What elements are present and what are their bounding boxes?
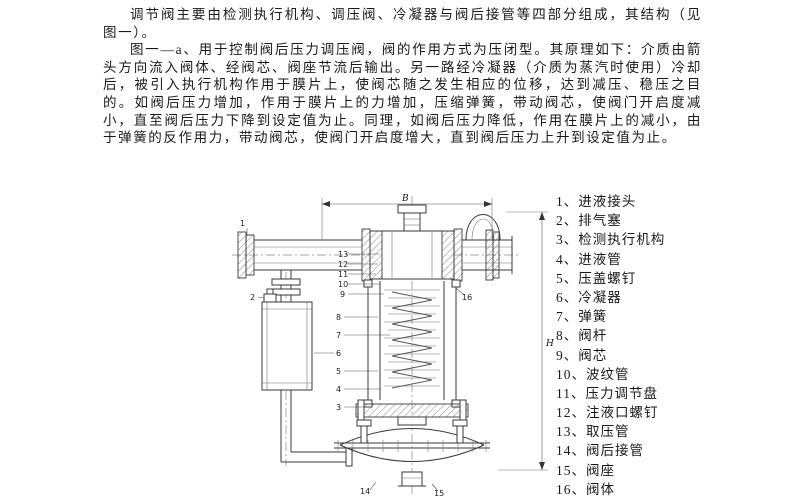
parts-list-item: 2、排气塞 (556, 213, 622, 229)
parts-list-item: 1、进液接头 (556, 194, 637, 209)
dimension-h-label: H (545, 339, 554, 349)
condenser (261, 270, 313, 391)
parts-list-item: 11、压力调节盘 (556, 385, 658, 401)
parts-list-item: 10、波纹管 (556, 366, 630, 382)
body-text: 调节阀主要由检测执行机构、调压阀、冷凝器与阀后接管等四部分组成，其结构（见图一）… (103, 6, 702, 147)
parts-list-item: 15、阀座 (556, 462, 615, 478)
parts-list-item: 16、阀体 (556, 481, 615, 497)
inlet-pipe-and-flange (237, 231, 362, 279)
parts-list-item: 6、冷凝器 (556, 289, 622, 305)
parts-list-item: 8、阀杆 (556, 328, 608, 344)
dimension-b-label: B (401, 194, 409, 204)
callout-14: 14 (360, 487, 370, 496)
callout-10: 10 (338, 280, 348, 289)
parts-list-item: 13、取压管 (556, 424, 630, 440)
paragraph-intro: 调节阀主要由检测执行机构、调压阀、冷凝器与阀后接管等四部分组成，其结构（见图一）… (103, 7, 702, 40)
callout-1: 1 (240, 219, 245, 228)
parts-list-item: 3、检测执行机构 (556, 232, 666, 248)
spring (391, 291, 433, 389)
callout-7: 7 (336, 331, 341, 340)
valve-assembly-diagram: B H (232, 194, 554, 498)
callout-12: 12 (338, 260, 348, 269)
dimension-height-h: H (498, 211, 554, 471)
bellows-spring-column (363, 279, 461, 408)
callout-5: 5 (336, 367, 341, 376)
callout-11: 11 (338, 270, 348, 279)
parts-list-item: 7、弹簧 (556, 309, 608, 325)
top-stem-gland (397, 204, 427, 232)
parts-list: 1、进液接头 2、排气塞 3、检测执行机构 4、进液管 5、压盖螺钉 6、冷凝器… (556, 192, 665, 499)
callout-4: 4 (336, 385, 341, 394)
valve-body (361, 228, 463, 282)
parts-list-item: 12、注液口螺钉 (556, 405, 659, 421)
callouts: 1 2 13 12 11 10 9 8 7 6 5 4 3 (240, 219, 472, 498)
dimension-width-b: B (321, 194, 493, 240)
callout-9: 9 (340, 290, 345, 299)
parts-list-item: 9、阀芯 (556, 347, 608, 363)
callout-8: 8 (336, 313, 341, 322)
parts-list-item: 4、进液管 (556, 251, 622, 267)
outlet-pipe-and-flange (462, 229, 513, 281)
vent-plug (263, 293, 277, 303)
paragraph-principle: 图一—a、用于控制阀后压力调压阀，阀的作用方式为压闭型。其原理如下：介质由箭头方… (103, 42, 702, 146)
callout-6: 6 (336, 349, 341, 358)
diaphragm-actuator (334, 419, 490, 487)
callout-13: 13 (338, 250, 348, 259)
actuator-top-flange (355, 399, 469, 426)
parts-list-item: 5、压盖螺钉 (556, 270, 637, 286)
callout-3: 3 (336, 403, 341, 412)
callout-15: 15 (434, 489, 444, 498)
sensing-pipe (280, 390, 353, 467)
callout-16: 16 (462, 293, 472, 302)
callout-2: 2 (250, 293, 255, 302)
after-valve-gooseneck-pipe (465, 214, 501, 241)
parts-list-item: 14、阀后接管 (556, 443, 644, 459)
